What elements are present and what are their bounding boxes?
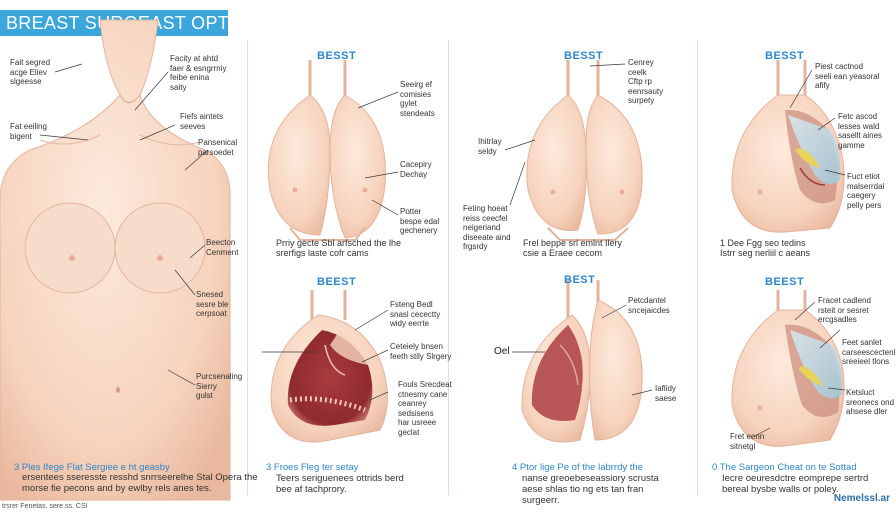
panel6-figure — [521, 280, 643, 443]
panel3-label: Ihitrlay seldy — [478, 137, 502, 156]
step-title: 3 Froes Fleg ter setay — [266, 462, 359, 473]
panel7-header: BEEST — [765, 276, 805, 288]
panel5-label: Ceteiely bnsen feeth stily Slrgery — [390, 342, 452, 361]
panel4-figure — [731, 60, 845, 233]
panel6-label: Oel — [494, 346, 510, 357]
panel7-figure — [731, 290, 845, 447]
panel1-label: Fait segred acge Eliev slgeesse — [10, 58, 51, 86]
column-divider — [247, 40, 248, 495]
torso-figure — [0, 19, 231, 501]
panel6-header: BEST — [564, 274, 596, 286]
panel5-label: Fouls Srecdeat ctnesmy cane ceanrey seds… — [398, 380, 452, 437]
panel4-caption: 1 Dee Fgg seo tedins Istrr seg nerliil c… — [720, 238, 811, 258]
panel3-leaders — [504, 63, 626, 206]
panel1-label: Fiefs aintets seeves — [180, 112, 224, 131]
footer-credit: trsrer Fenetas. sere.ss. CSI — [2, 503, 88, 510]
step-title: 3 Ples Ifege Flat Sergiee e ht geasby — [14, 462, 170, 473]
panel1-label: Snesed sesre ble cerpsoat — [196, 290, 229, 318]
column-divider — [448, 40, 449, 495]
step-text: ersentees sseresste resshd snrrseerelhe … — [22, 472, 258, 494]
panel1-label: Fat eeiling bigent — [10, 122, 47, 141]
panel3-figure — [526, 60, 643, 241]
panel5-label: Fsteng Bedl snasl cecectty widy eerrte — [390, 300, 441, 328]
panel7-label: Fret eenn sitnetgl — [730, 432, 765, 451]
step-text: Teers seriguenees ottrids berd bee af ta… — [276, 473, 404, 495]
panel7-label: Ketsluct sreonecs ond ahsese dler — [846, 388, 895, 416]
panel3-label: Cenrey ceelk Cftp rp eenrsauty surpety — [628, 58, 664, 105]
step-text: nanse greoebeseassiory scrusta aese shla… — [522, 473, 659, 506]
panel4-label: Fuct etiot malserrdal caegery pelly pers — [847, 172, 885, 210]
panel2-leaders — [357, 91, 399, 216]
panel7-label: Fracet cadlend rsteit or sesret ercgsadl… — [818, 296, 871, 324]
panel2-header: BESST — [317, 50, 357, 62]
panel5-figure — [270, 290, 388, 443]
panel3-caption: Frel beppe srl emlnt Ilery csie a Eraee … — [523, 238, 623, 258]
panel2-label: Seeirg ef comisies gylet stendeats — [400, 80, 435, 118]
panel7-leaders — [754, 301, 846, 437]
panel7-label: Feet sanlet carseescectenl sreeieel tlon… — [842, 338, 896, 366]
panel2-label: Cacepiry Dechay — [400, 160, 432, 179]
panel1-leaders — [39, 63, 209, 386]
panel3-label: Feting hoeat reiss ceecfel neigeriand di… — [463, 204, 511, 251]
step-title: 4 Ptor lige Pe of the labrrdy the — [512, 462, 643, 473]
panel6-label: Petcdantel sncejaicdes — [628, 296, 670, 315]
column-divider — [697, 40, 698, 495]
step-text: Iecre oeuresdctre eomprepe sertrd bereal… — [722, 473, 869, 495]
panel3-header: BESST — [564, 50, 604, 62]
panel1-label: Purcsenaling Sierry gulst — [196, 372, 243, 400]
step-title: 0 The Sargeon Cheat on te Sottad — [712, 462, 857, 473]
panel4-header: BESST — [765, 50, 805, 62]
panel4-label: Piest cactnod seeli ean yeasoral afify — [815, 62, 880, 90]
panel1-label: Beecton Cenment — [206, 238, 239, 257]
panel1-label: Facity at ahtd faer & esngrrniy feibe en… — [170, 54, 227, 92]
panel5-leaders — [262, 309, 389, 401]
panel5-header: BEEST — [317, 276, 357, 288]
panel4-leaders — [789, 69, 846, 176]
panel2-label: Potter bespe edal gechenery — [400, 207, 440, 235]
panel2-figure — [267, 60, 386, 241]
footer-brand: Nemelssl.ar — [833, 493, 890, 504]
panel1-label: Pansenical parsoedet — [198, 138, 238, 157]
panel6-leaders — [512, 304, 653, 396]
panel2-caption: Prriy gecte Sbl arfsched the lhe srerfig… — [276, 238, 402, 258]
panel4-label: Fetc ascod lesses wald sasellt aines gam… — [838, 112, 883, 150]
panel6-label: Iaflidy saese — [655, 384, 677, 403]
